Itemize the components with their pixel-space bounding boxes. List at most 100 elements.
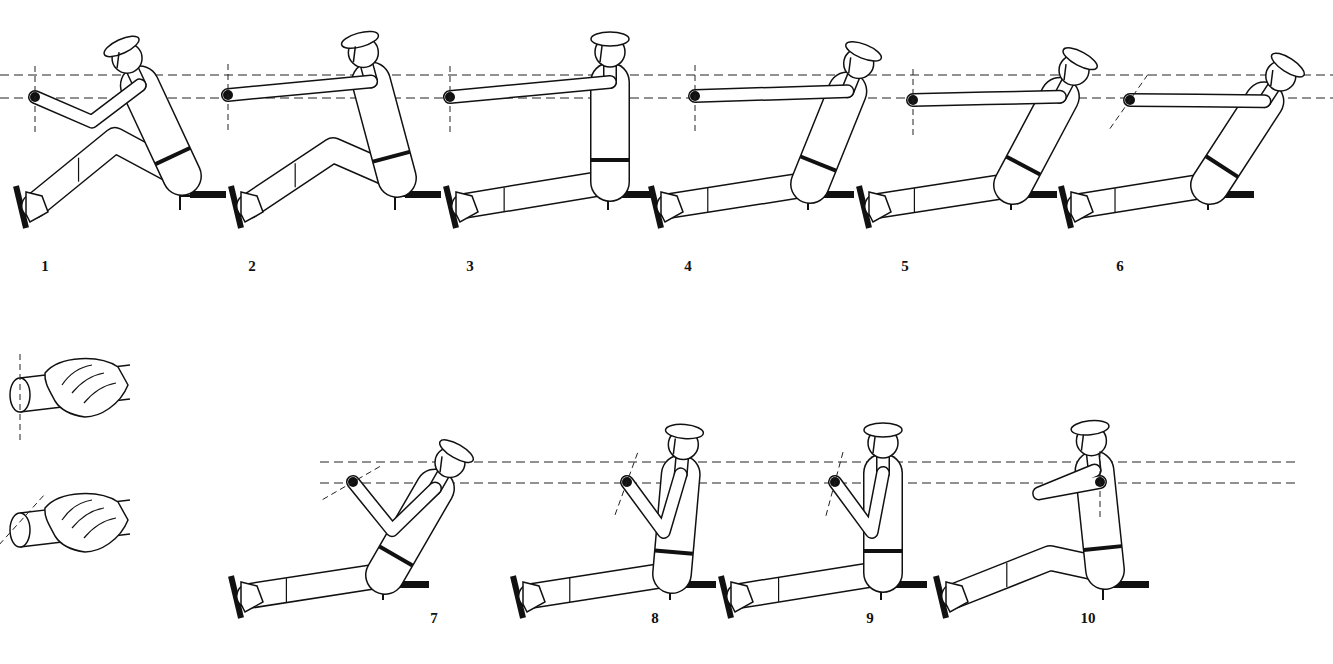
grip-detail — [0, 493, 130, 567]
shoe — [241, 192, 263, 222]
torso-outline — [371, 81, 397, 178]
cap — [101, 32, 141, 61]
shoe — [1071, 192, 1093, 222]
chin-strap — [600, 46, 602, 62]
arm — [450, 82, 610, 97]
leg-outline — [669, 184, 810, 206]
arm-outline — [913, 97, 1060, 100]
arm-outline — [35, 85, 140, 121]
torso — [592, 82, 629, 182]
arm-outline — [1130, 100, 1264, 101]
figure-number: 1 — [41, 258, 49, 275]
belt — [655, 550, 693, 553]
figure-number: 9 — [866, 610, 874, 627]
cap — [1070, 419, 1109, 437]
finger-lines — [62, 500, 116, 538]
chin-strap — [1271, 70, 1273, 86]
shoe — [456, 192, 478, 222]
belt — [1084, 546, 1122, 550]
handle-guide — [228, 60, 229, 130]
cap — [1268, 49, 1307, 81]
handle-guide — [615, 449, 639, 515]
leg — [669, 184, 810, 206]
rower-figure — [513, 423, 716, 618]
leg — [464, 182, 610, 206]
guide-line — [0, 75, 1333, 76]
rower-figure — [651, 38, 884, 228]
sock-band — [504, 187, 505, 211]
arm-outline — [835, 473, 883, 532]
shoe — [26, 192, 48, 222]
chin-strap — [440, 456, 442, 472]
chin-strap — [117, 52, 119, 68]
cap — [843, 38, 883, 65]
arm-outline — [695, 91, 847, 96]
cap — [591, 32, 629, 46]
arm — [35, 85, 140, 121]
gripping-hand — [45, 494, 128, 552]
torso — [810, 91, 847, 184]
leg — [249, 575, 385, 596]
leg-outline — [877, 185, 1013, 206]
arm-outline — [228, 81, 371, 95]
torso-outline — [810, 91, 847, 184]
chin-strap — [1081, 435, 1083, 451]
arm — [228, 81, 371, 95]
handle-guide — [695, 61, 696, 131]
chin-strap — [1064, 64, 1066, 80]
arm-outline — [627, 474, 681, 532]
rower-figure — [445, 32, 654, 228]
seat-support — [180, 196, 190, 210]
figure-number: 2 — [248, 258, 256, 275]
belt — [155, 148, 189, 164]
arm — [1039, 471, 1100, 494]
guide-line — [320, 483, 1300, 484]
figure-number: 5 — [901, 258, 909, 275]
arm — [353, 482, 435, 530]
grip-guide — [20, 350, 21, 440]
cap — [437, 436, 477, 467]
figure-number: 6 — [1116, 258, 1124, 275]
belt — [801, 156, 836, 170]
sock-band — [295, 163, 296, 187]
leg-outline — [531, 574, 672, 596]
seat-support — [395, 196, 405, 210]
belt — [380, 546, 413, 565]
handle-guide — [1110, 71, 1150, 128]
gripping-hand — [45, 359, 128, 417]
leg-outline — [954, 558, 1105, 596]
shoe — [946, 582, 968, 612]
arm-outline — [450, 82, 610, 97]
chin-strap — [849, 57, 851, 73]
leg — [954, 558, 1105, 596]
handle-guide — [35, 62, 36, 132]
belt — [591, 158, 629, 162]
chin-strap — [673, 438, 675, 454]
arm — [835, 473, 883, 532]
handle-guide — [913, 65, 914, 135]
arm-outline — [353, 482, 435, 530]
sock-band — [707, 188, 708, 212]
rower-figure — [1061, 49, 1308, 228]
leg-outline — [464, 182, 610, 206]
arm — [627, 474, 681, 532]
torso — [371, 81, 397, 178]
rower-figure — [223, 28, 441, 228]
handle-guide — [826, 448, 844, 516]
shoe — [731, 582, 753, 612]
rower-figure — [16, 32, 226, 228]
belt — [864, 549, 902, 553]
seat — [190, 191, 226, 198]
figure-number: 10 — [1081, 610, 1096, 627]
belt — [373, 152, 410, 162]
belt — [1206, 156, 1238, 177]
handle-guide — [450, 62, 451, 132]
leg — [877, 185, 1013, 206]
arm-outline — [1039, 471, 1100, 494]
torso-outline — [590, 82, 630, 182]
figure-number: 8 — [651, 610, 659, 627]
shoe — [241, 582, 263, 612]
chin-strap — [353, 46, 355, 62]
shoe — [661, 192, 683, 222]
figure-number: 7 — [430, 610, 438, 627]
